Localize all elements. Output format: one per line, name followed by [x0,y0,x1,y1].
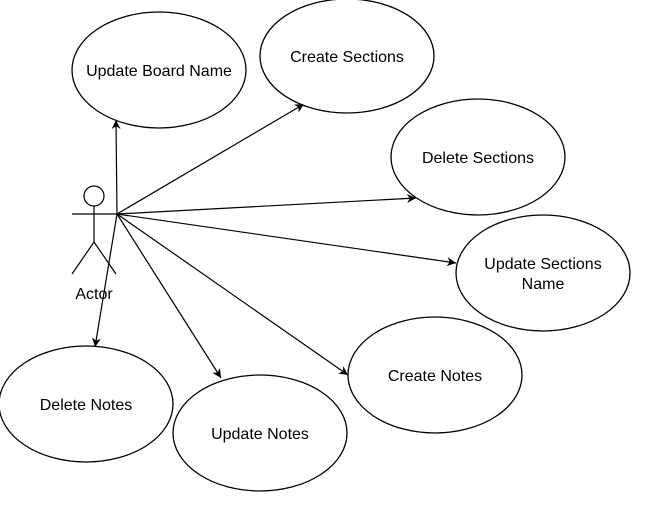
actor-left-leg [71,241,95,275]
use-case-create-sections[interactable]: Create Sections [259,0,435,114]
use-case-ellipse [71,11,247,129]
actor[interactable]: Actor [71,185,117,303]
use-case-label: Name [522,276,565,293]
association-arrow-update-notes[interactable] [116,213,222,379]
use-case-delete-notes[interactable]: Delete Notes [0,345,174,463]
use-case-ellipse [0,345,174,463]
use-case-label: Update Board Name [86,63,232,80]
use-case-label: Create Notes [388,368,482,385]
use-case-ellipse [259,0,435,114]
actor-right-leg [93,241,117,275]
use-case-update-board-name[interactable]: Update Board Name [71,11,247,129]
association-arrow-create-sections[interactable] [116,103,305,215]
association-arrow-delete-notes[interactable] [92,213,118,348]
associations [92,103,457,379]
use-case-ellipse [172,374,348,492]
association-arrow-update-board-name[interactable] [111,119,121,215]
use-case-ellipse [390,98,566,216]
use-case-delete-sections[interactable]: Delete Sections [390,98,566,216]
association-arrow-update-sections-name[interactable] [116,213,457,267]
use-case-create-notes[interactable]: Create Notes [347,316,523,434]
use-case-label: Update Notes [211,426,309,443]
use-case-label: Update Sections [484,256,601,273]
use-case-update-notes[interactable]: Update Notes [172,374,348,492]
association-arrow-create-notes[interactable] [116,213,349,376]
use-case-ellipse [455,214,631,332]
actor-label: Actor [75,286,113,303]
use-case-label: Create Sections [290,49,404,66]
association-arrow-delete-sections[interactable] [116,193,417,215]
use-case-label: Delete Notes [40,397,133,414]
use-case-label: Delete Sections [422,150,534,167]
use-case-ellipse [347,316,523,434]
actor-head [83,185,105,207]
